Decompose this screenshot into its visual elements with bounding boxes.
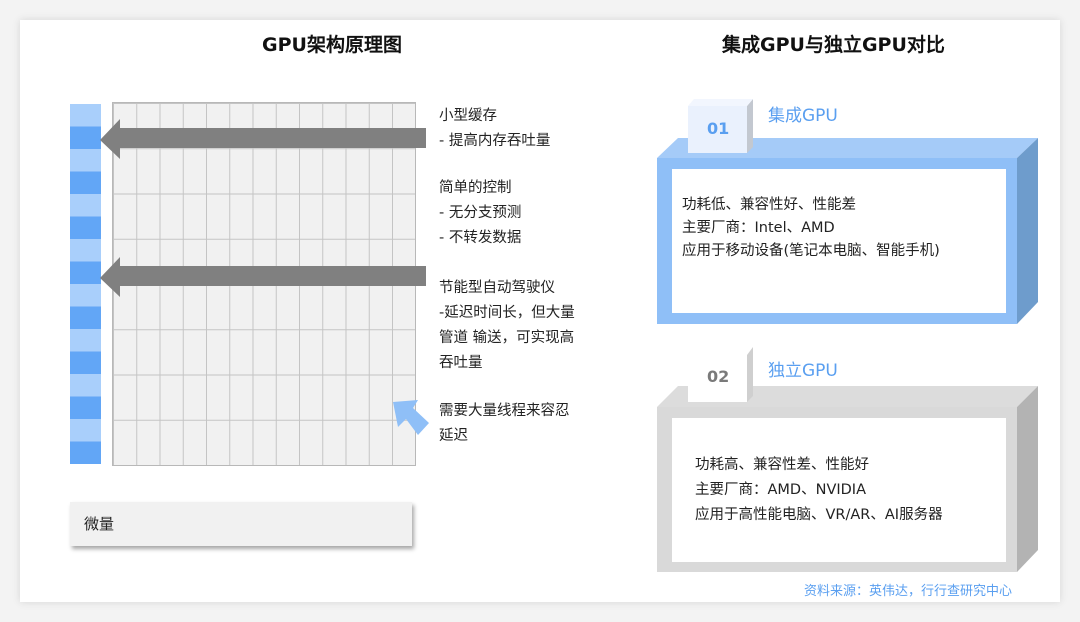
- source-note: 资料来源：英伟达，行行查研究中心: [804, 584, 1013, 599]
- annotation-heading: 节能型自动驾驶仪: [439, 280, 555, 296]
- card-line: 功耗低、兼容性好、性能差: [682, 197, 856, 213]
- annotation-line: 吞吐量: [439, 355, 483, 371]
- left-title: GPU架构原理图: [262, 34, 402, 56]
- card-discrete-text: 功耗高、兼容性差、性能好 主要厂商：AMD、NVIDIA 应用于高性能电脑、VR…: [695, 453, 943, 528]
- card-discrete-shape: [657, 347, 1038, 572]
- right-title: 集成GPU与独立GPU对比: [722, 34, 945, 56]
- card-line: 主要厂商：AMD、NVIDIA: [695, 482, 866, 498]
- annotation-autopilot: 节能型自动驾驶仪 -延迟时间长，但大量 管道 输送，可实现高 吞吐量: [439, 276, 575, 376]
- card-integrated-text: 功耗低、兼容性好、性能差 主要厂商：Intel、AMD 应用于移动设备(笔记本电…: [682, 194, 940, 263]
- annotation-line: - 无分支预测: [439, 205, 522, 221]
- annotation-line: 管道 输送，可实现高: [439, 330, 575, 346]
- annotation-heading: 简单的控制: [439, 180, 512, 196]
- memory-strip: [70, 104, 101, 464]
- annotation-heading: 小型缓存: [439, 108, 497, 124]
- annotation-line: - 提高内存吞吐量: [439, 133, 551, 149]
- card-integrated-shape: [657, 99, 1038, 324]
- latency-note: 需要大量线程来容忍 延迟: [439, 399, 570, 449]
- card-name: 独立GPU: [768, 361, 838, 381]
- arrow-up-left-icon: [393, 400, 429, 435]
- card-number: 01: [707, 119, 730, 138]
- arrows: [100, 119, 426, 297]
- annotation-cache: 小型缓存 - 提高内存吞吐量: [439, 104, 550, 154]
- arrow-left-icon: [100, 257, 426, 297]
- card-line: 应用于高性能电脑、VR/AR、AI服务器: [695, 507, 943, 523]
- bottom-label-box: 微量: [70, 502, 412, 546]
- annotation-control: 简单的控制 - 无分支预测 - 不转发数据: [439, 176, 521, 251]
- card-name: 集成GPU: [768, 106, 838, 126]
- card-number: 02: [707, 367, 730, 386]
- annotation-line: -延迟时间长，但大量: [439, 305, 575, 321]
- arrow-left-icon: [100, 119, 426, 159]
- card-line: 主要厂商：Intel、AMD: [682, 220, 835, 236]
- annotation-line: - 不转发数据: [439, 230, 522, 246]
- card-line: 应用于移动设备(笔记本电脑、智能手机): [682, 243, 940, 259]
- note-line: 需要大量线程来容忍: [439, 403, 570, 419]
- card-line: 功耗高、兼容性差、性能好: [695, 457, 869, 473]
- note-line: 延迟: [439, 428, 468, 444]
